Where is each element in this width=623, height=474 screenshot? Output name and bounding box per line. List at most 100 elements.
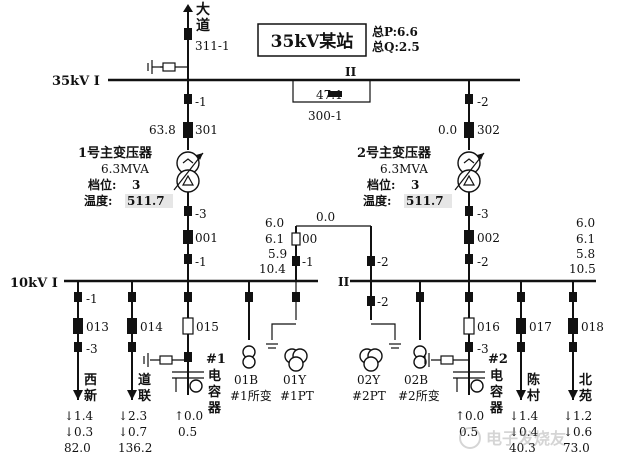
- f018-breaker-label: 018: [581, 320, 604, 334]
- tx1-tap-value: 3: [132, 178, 140, 192]
- f016-name-2: 电: [490, 368, 503, 384]
- f014-breaker[interactable]: [127, 318, 137, 334]
- bus-10kv: 10kV I II: [10, 275, 596, 291]
- incoming-switch-311-1[interactable]: [184, 28, 192, 40]
- f013-name-2: 新: [84, 388, 97, 404]
- tx2-tap-label: 档位:: [367, 177, 395, 192]
- station-title: 35kV某站: [271, 31, 354, 52]
- bus-tie-10-breaker[interactable]: [291, 232, 301, 246]
- f016-name-3: 容: [489, 384, 503, 400]
- tx1-breaker-low-label: 001: [195, 231, 218, 245]
- tx2-switch-top: -2: [477, 95, 489, 109]
- right-reading-2: 6.1: [576, 232, 595, 246]
- bus-tie-10-right-switch: -2: [377, 255, 389, 269]
- f018-name-2: 苑: [578, 388, 592, 404]
- transformer-1-branch[interactable]: -1 63.8 301 1号主变压器 6.3MVA 档位: 3 温度: 511.…: [78, 80, 218, 285]
- f014-name-1: 道: [138, 372, 151, 388]
- f013-reading-1: ↓1.4: [64, 409, 94, 423]
- f013-breaker-label: 013: [86, 320, 109, 334]
- tx2-temp-label: 温度:: [363, 193, 391, 208]
- incoming-switch-label: 311-1: [195, 39, 230, 53]
- tx1-breaker-label: 301: [195, 123, 218, 137]
- feeder-014[interactable]: 014 道 联 ↓2.3 ↓0.7 136.2: [118, 281, 163, 455]
- pt-left-b-label: 01B: [234, 373, 258, 387]
- f015-name-2: 电: [208, 368, 221, 384]
- watermark: 电子发烧友: [459, 427, 567, 449]
- pt-right[interactable]: -2 02Y #2PT 02B #2所变: [352, 281, 440, 403]
- total-q: 总Q:2.5: [372, 39, 420, 54]
- tx1-temp-label: 温度:: [84, 193, 112, 208]
- pt-left[interactable]: 01B #1所变 01Y #1PT: [230, 281, 314, 403]
- f016-name-4: 器: [489, 401, 504, 416]
- bus-tie-35-value: 47.1: [316, 88, 343, 102]
- f013-reading-2: ↓0.3: [64, 425, 93, 439]
- feeder-016-capacitor-2[interactable]: 016 -3 #2 电 容 器 ↑0.0 0.5: [424, 281, 508, 439]
- pt-left-y-label: 01Y: [283, 373, 307, 387]
- tx2-switch-mid: -3: [477, 207, 489, 221]
- grounding-switch-incoming[interactable]: [162, 62, 176, 72]
- bus-tie-10kv[interactable]: 0.0 00 -1 -2 6.0 6.1 5.9 10.4: [259, 210, 389, 281]
- pt-right-b-label: 02B: [404, 373, 428, 387]
- total-p: 总P:6.6: [372, 24, 418, 39]
- feeder-017[interactable]: 017 陈 村 ↓1.4 ↓0.4 40.3: [509, 281, 552, 455]
- tx2-breaker-002[interactable]: [464, 230, 474, 244]
- f015-breaker[interactable]: [182, 317, 194, 335]
- f018-reading-2: ↓0.6: [563, 425, 592, 439]
- feeder-013[interactable]: -1 013 -3 西 新 ↓1.4 ↓0.3 82.0: [64, 281, 109, 455]
- f013-reading-3: 82.0: [64, 441, 91, 455]
- tx2-switch-low: -2: [477, 255, 489, 269]
- f017-breaker[interactable]: [516, 318, 526, 334]
- tx1-breaker-001[interactable]: [183, 230, 193, 244]
- tx1-breaker-301[interactable]: [183, 122, 193, 138]
- f015-reading-1: ↑0.0: [174, 409, 203, 423]
- feeder-015-capacitor-1[interactable]: 015 #1 电 容 器 ↑0.0 0.5: [143, 281, 226, 439]
- f018-breaker[interactable]: [568, 318, 578, 334]
- bus-35kv: 35kV I II: [52, 65, 520, 89]
- f014-name-2: 联: [138, 389, 151, 404]
- bus-tie-10-value: 0.0: [316, 210, 335, 224]
- tie-reading-4: 10.4: [259, 262, 286, 276]
- tx2-breaker-low-label: 002: [477, 231, 500, 245]
- bus-35kv-label-right: II: [345, 65, 357, 79]
- bus-35kv-label-left: 35kV I: [52, 74, 100, 89]
- f017-breaker-label: 017: [529, 320, 552, 334]
- f014-breaker-label: 014: [140, 320, 163, 334]
- pt-right-y-name: #2PT: [352, 389, 386, 403]
- tx2-name: 2号主变压器: [357, 145, 432, 161]
- f013-breaker[interactable]: [73, 318, 83, 334]
- f014-reading-3: 136.2: [118, 441, 152, 455]
- f017-name-2: 村: [527, 388, 540, 404]
- tie-reading-3: 5.9: [268, 247, 287, 261]
- f015-reading-2: 0.5: [178, 425, 197, 439]
- f015-name-4: 器: [207, 401, 222, 416]
- incoming-line-label-1: 大: [196, 1, 210, 18]
- tx1-name: 1号主变压器: [78, 145, 153, 161]
- f017-reading-2: ↓0.4: [509, 425, 539, 439]
- f016-reading-1: ↑0.0: [455, 409, 484, 423]
- pt-left-b-name: #1所变: [230, 388, 272, 403]
- tx1-switch-top: -1: [195, 95, 207, 109]
- tx2-temp-value: 511.7: [406, 194, 444, 208]
- f016-name-1: #2: [488, 352, 508, 367]
- f016-breaker[interactable]: [463, 317, 475, 335]
- f014-reading-1: ↓2.3: [118, 409, 147, 423]
- pt-right-y-label: 02Y: [357, 373, 381, 387]
- station-title-box: 35kV某站: [257, 23, 367, 57]
- transformer-2-branch[interactable]: -2 0.0 302 2号主变压器 6.3MVA 档位: 3 温度: 511.7…: [357, 80, 500, 285]
- incoming-line-dadao[interactable]: 大 道 311-1: [147, 1, 230, 80]
- bus-tie-10-switch: -1: [302, 255, 314, 269]
- tx2-breaker-302[interactable]: [464, 122, 474, 138]
- bus-tie-35kv[interactable]: 47.1 300-1: [292, 80, 371, 123]
- f015-name-3: 容: [207, 384, 221, 400]
- f017-reading-3: 40.3: [509, 441, 536, 455]
- f016-reading-2: 0.5: [459, 425, 478, 439]
- feeder-018[interactable]: 018 北 苑 ↓1.2 ↓0.6 73.0: [563, 281, 604, 455]
- tie-reading-1: 6.0: [265, 216, 284, 230]
- bus-tie-10-breaker-label: 00: [302, 232, 317, 246]
- tx1-tap-label: 档位:: [88, 177, 116, 192]
- tx2-tap-value: 3: [411, 178, 419, 192]
- tx2-breaker-label: 302: [477, 123, 500, 137]
- right-reading-3: 5.8: [576, 247, 595, 261]
